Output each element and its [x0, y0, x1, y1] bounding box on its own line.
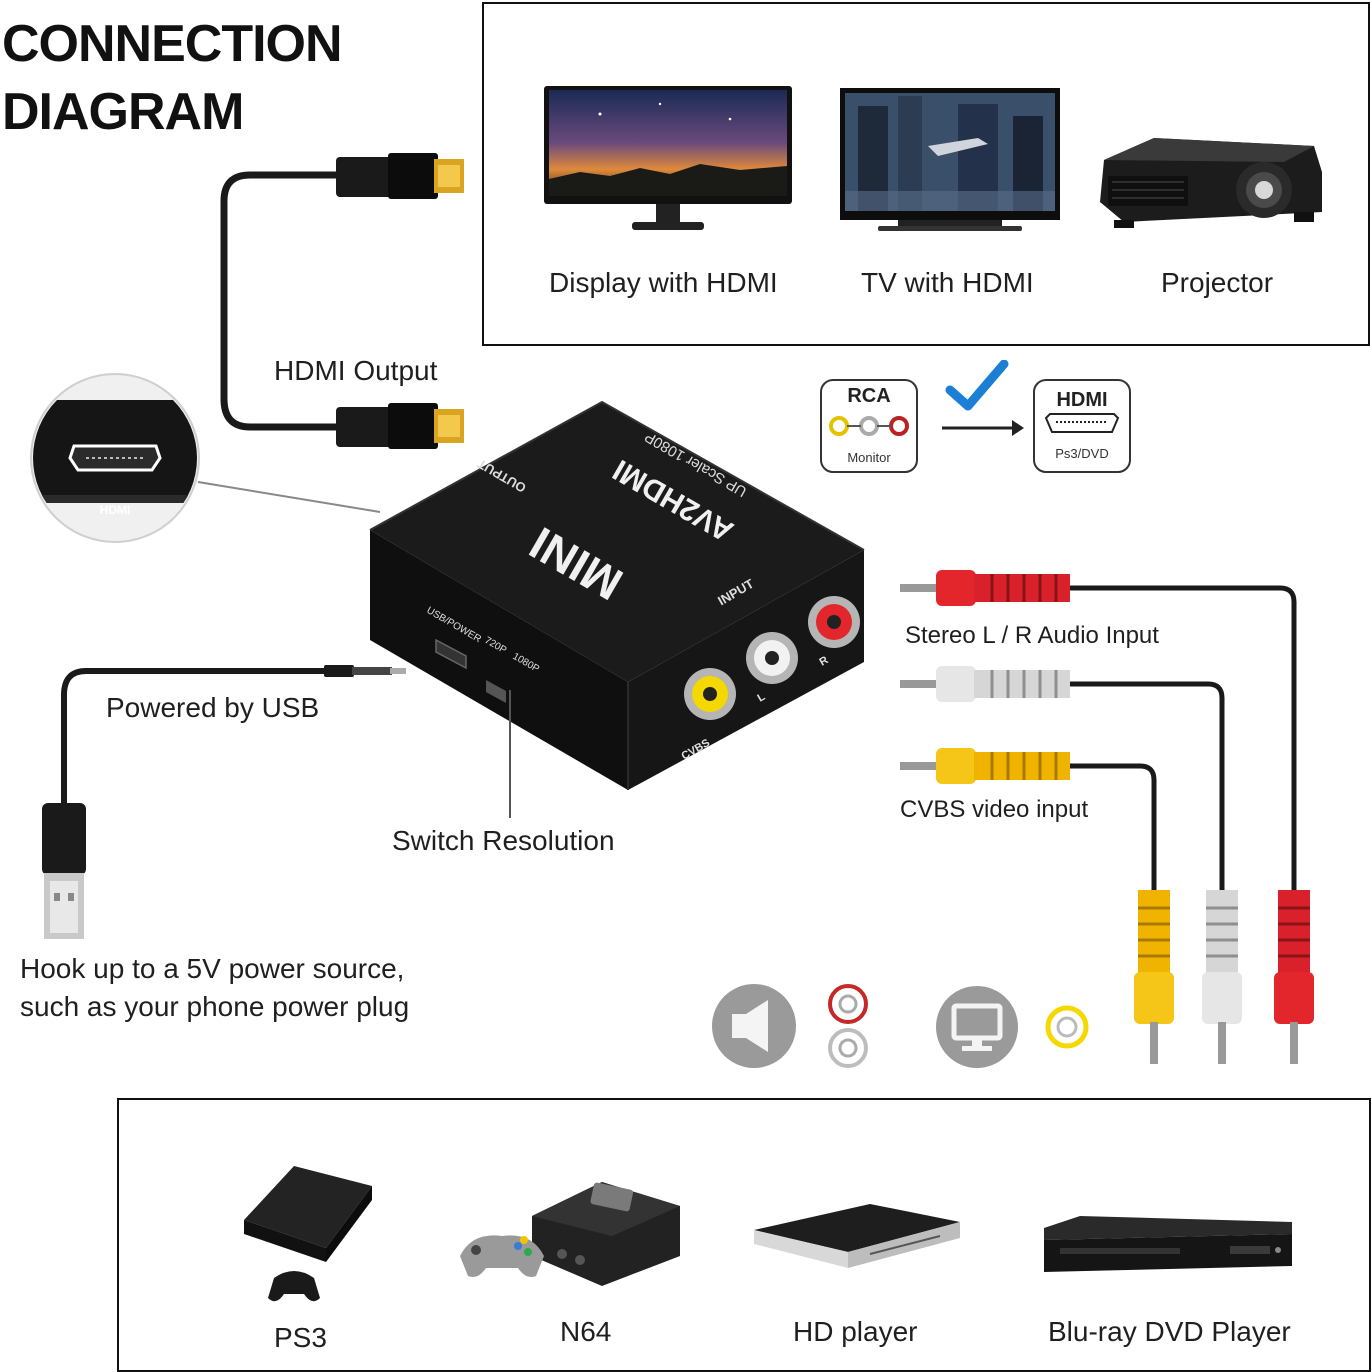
bluray-player-icon — [1044, 1216, 1292, 1272]
power-note-line-2: such as your phone power plug — [20, 991, 410, 1022]
output-label-tv: TV with HDMI — [861, 267, 1034, 298]
rca-badge-title: RCA — [847, 385, 890, 407]
audio-jacks-icon — [828, 984, 868, 1068]
hd-player-icon — [754, 1204, 960, 1268]
source-label-ps3: PS3 — [274, 1322, 327, 1353]
projector-icon — [1100, 138, 1322, 228]
callout-hdmi-text: HDMI — [100, 503, 131, 517]
power-note-line-1: Hook up to a 5V power source, — [20, 953, 405, 984]
monitor-icon — [936, 986, 1018, 1068]
hdmi-badge-subtitle: Ps3/DVD — [1055, 446, 1108, 461]
source-label-hd-player: HD player — [793, 1316, 918, 1347]
hdmi-badge-title: HDMI — [1056, 389, 1107, 411]
video-jack-icon — [1045, 1005, 1089, 1049]
source-label-bluray: Blu-ray DVD Player — [1048, 1316, 1291, 1347]
output-label-display: Display with HDMI — [549, 267, 778, 298]
title-line-1: CONNECTION — [2, 15, 343, 73]
source-label-n64: N64 — [560, 1316, 612, 1347]
n64-icon — [460, 1182, 680, 1286]
rca-cables — [900, 570, 1314, 1064]
cvbs-video-label: CVBS video input — [900, 796, 1089, 823]
title-line-2: DIAGRAM — [2, 83, 244, 141]
display-monitor-icon — [544, 86, 792, 230]
speaker-icon — [712, 984, 796, 1068]
av2hdmi-converter: MINI AV2HDMI UP Scaler 1080P OUTPUT INPU… — [369, 400, 865, 790]
hdmi-cable — [220, 153, 464, 449]
hdmi-output-label: HDMI Output — [274, 355, 438, 386]
usb-cable — [42, 665, 406, 939]
output-label-projector: Projector — [1161, 267, 1274, 298]
switch-pointer — [509, 690, 511, 818]
diagram-title: CONNECTION DIAGRAM — [2, 10, 343, 146]
tv-icon — [840, 88, 1060, 231]
rca-to-hdmi-badge: RCA Monitor HDMI Ps3/DVD — [820, 360, 1131, 473]
switch-resolution-label: Switch Resolution — [392, 825, 615, 856]
hdmi-port-callout: HDMI — [30, 373, 381, 543]
ps3-icon — [244, 1166, 372, 1302]
rca-badge-subtitle: Monitor — [847, 450, 891, 465]
stereo-audio-label: Stereo L / R Audio Input — [905, 622, 1159, 649]
powered-by-usb-label: Powered by USB — [106, 692, 320, 723]
